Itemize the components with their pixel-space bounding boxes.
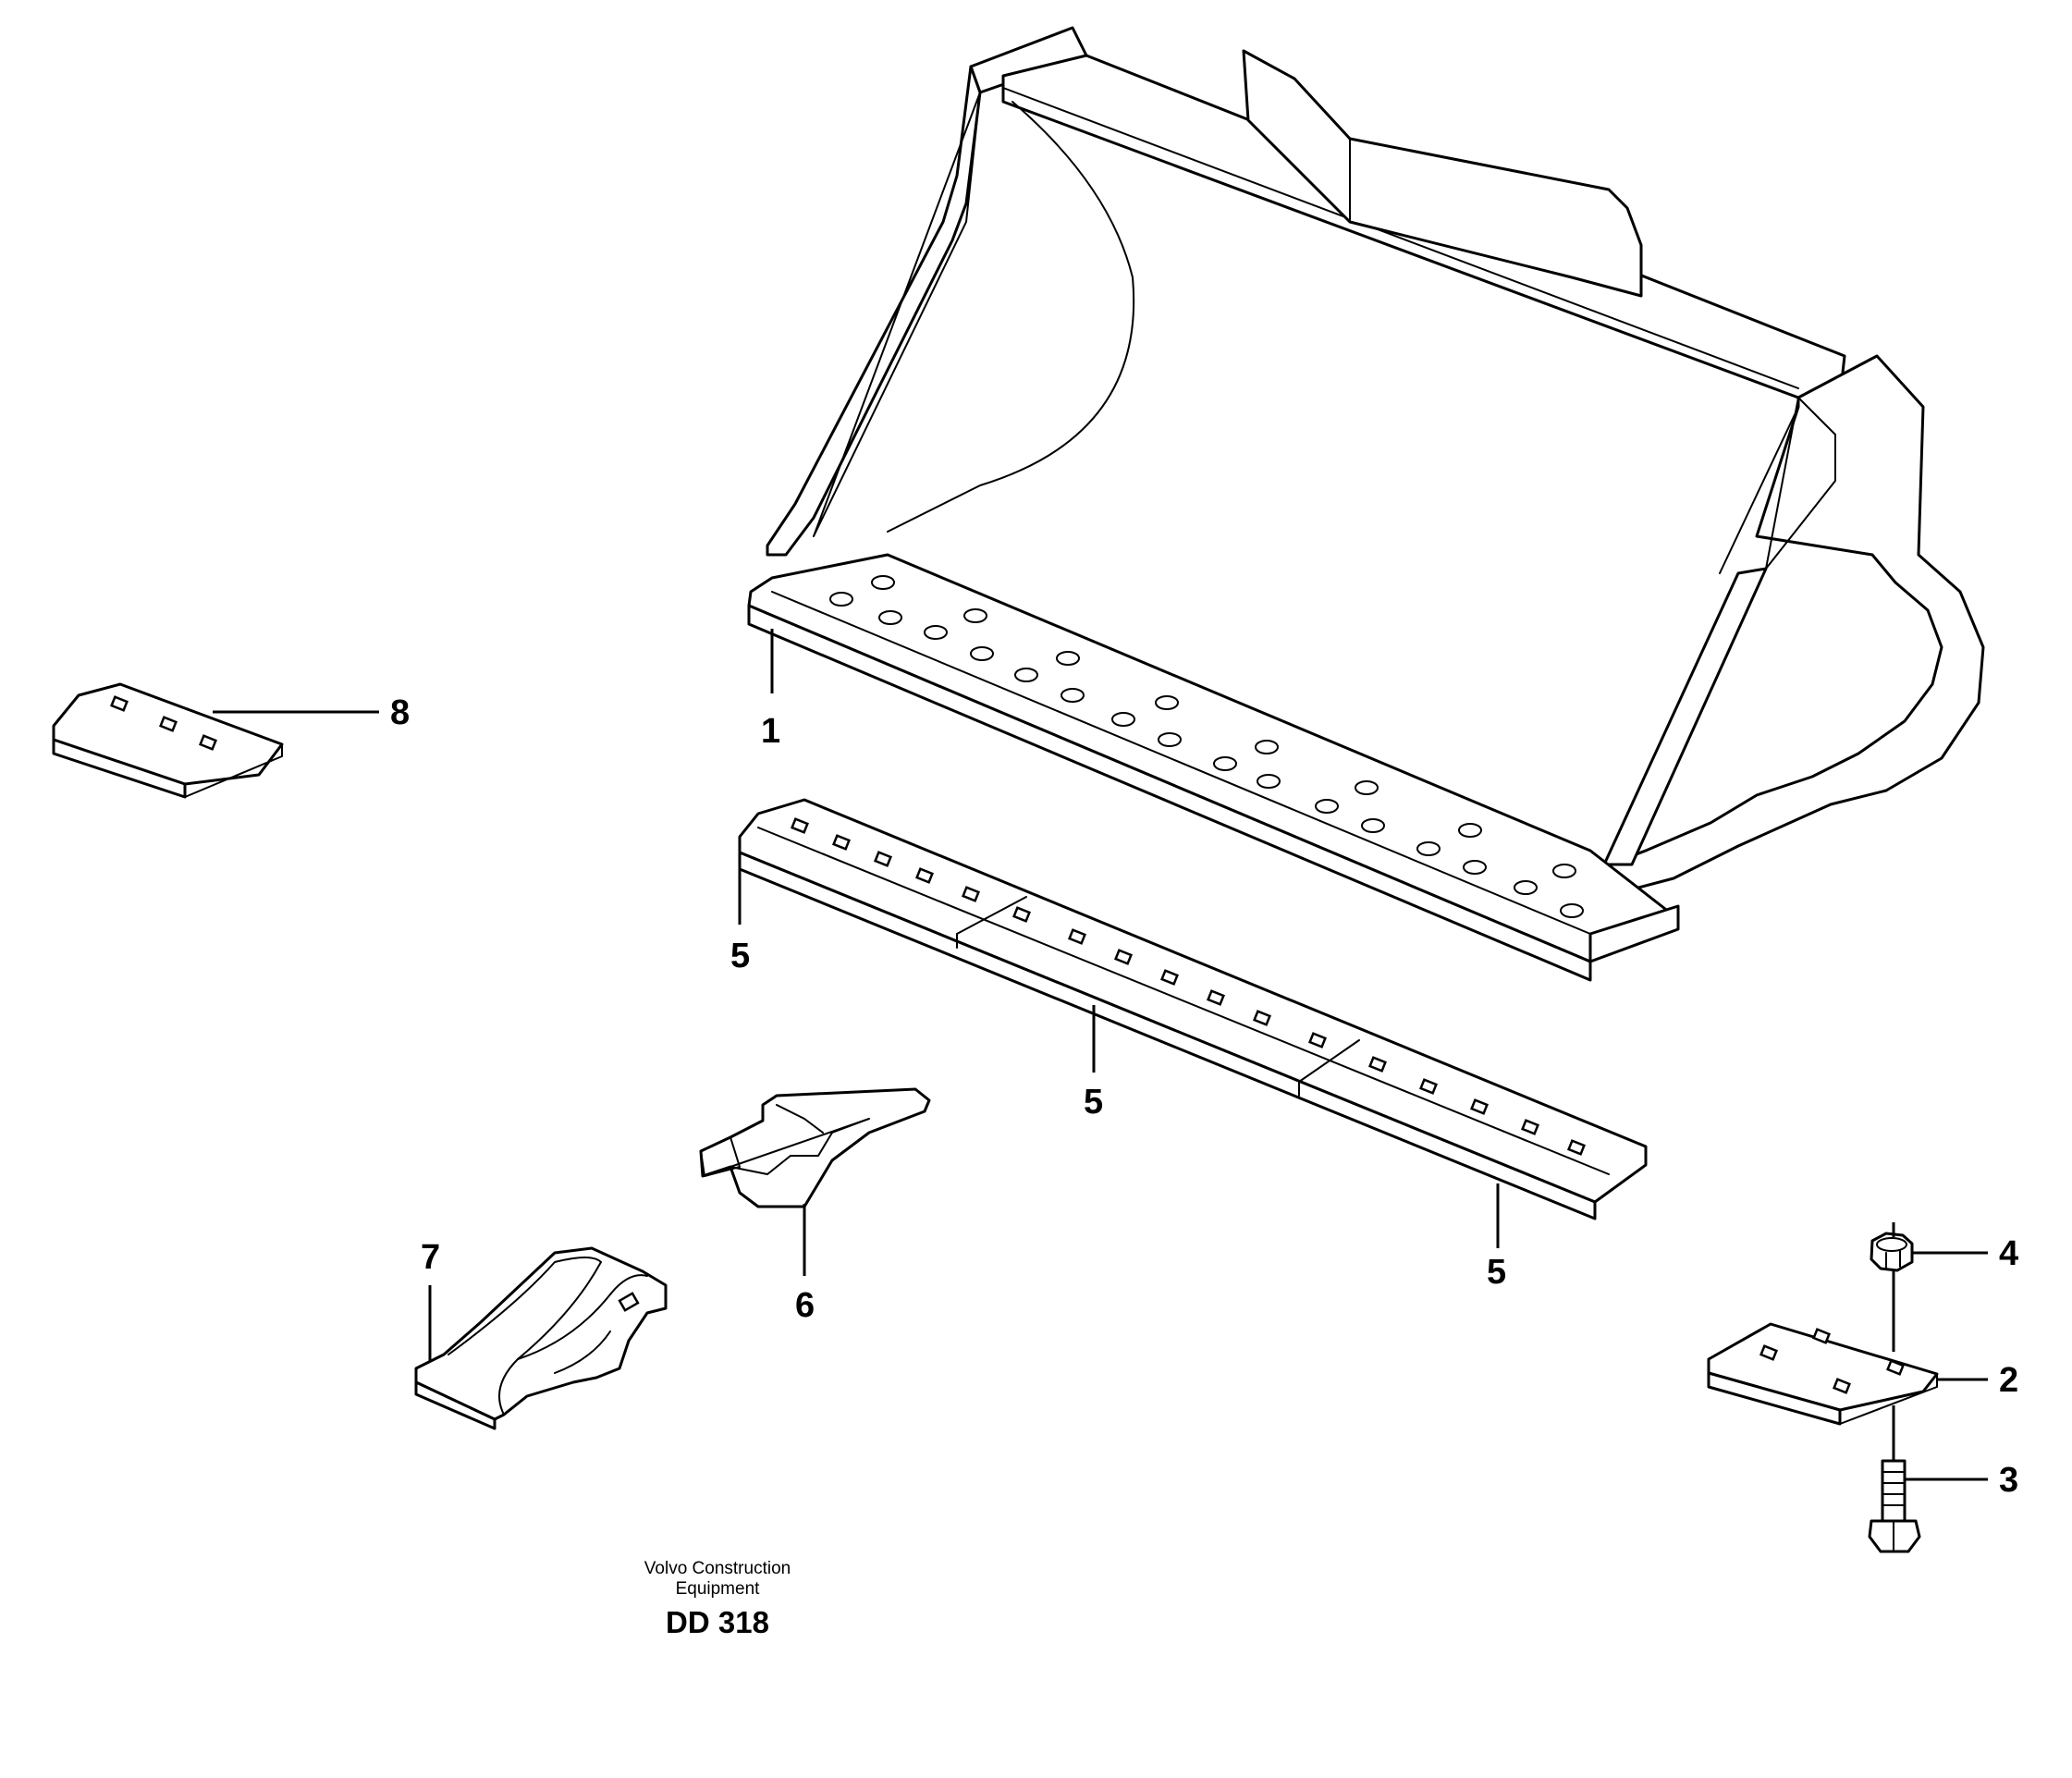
callout-6: 6: [795, 1286, 815, 1325]
wear-plate-part-8: [52, 682, 284, 799]
callout-7: 7: [421, 1238, 440, 1277]
tooth-adapter-part-6: [699, 1087, 931, 1208]
callout-5-left: 5: [730, 937, 750, 975]
footer-label: Volvo Construction Equipment DD 318: [644, 1559, 791, 1639]
nut-part-4: [1870, 1232, 1914, 1272]
cutting-edge-bolt-holes: [791, 817, 1586, 1156]
callout-8: 8: [390, 693, 410, 732]
company-name-line2: Equipment: [676, 1579, 761, 1599]
callout-2: 2: [1999, 1361, 2018, 1400]
leader-lines: [213, 629, 1988, 1481]
callout-4: 4: [1999, 1234, 2018, 1273]
bucket-part-1: [747, 26, 1985, 982]
drawing-code: DD 318: [666, 1605, 769, 1639]
callout-3: 3: [1999, 1461, 2018, 1500]
wear-pad-part-2: [1707, 1322, 1939, 1426]
bolt-part-3: [1868, 1459, 1921, 1553]
bucket-tooth-part-7: [414, 1246, 668, 1430]
bucket-bolt-holes: [829, 575, 1584, 918]
company-name-line1: Volvo Construction: [644, 1559, 791, 1578]
callout-5-right: 5: [1487, 1253, 1506, 1292]
callout-5-middle: 5: [1084, 1083, 1103, 1122]
callout-1: 1: [761, 712, 780, 751]
